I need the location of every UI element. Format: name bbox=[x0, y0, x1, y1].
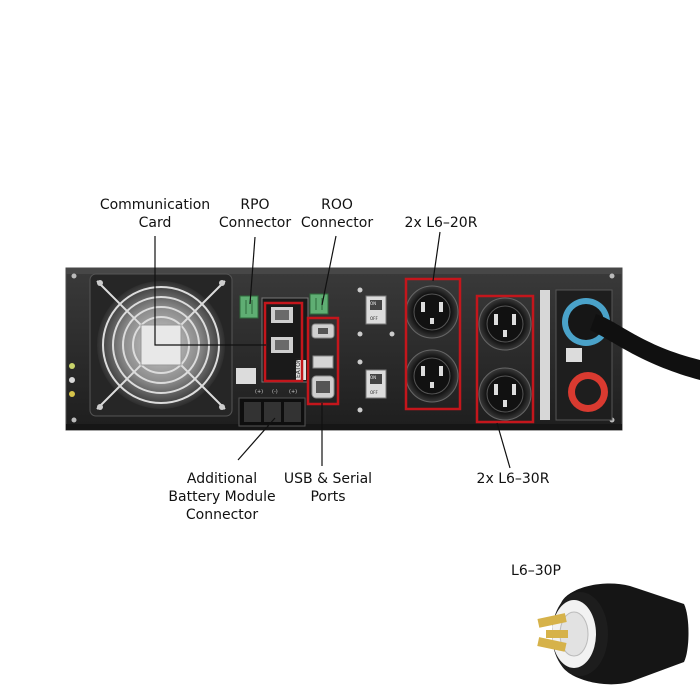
label-usb-serial-ports: USB & Serial Ports bbox=[281, 470, 375, 506]
label-additional-battery-module-connector: Additional Battery Module Connector bbox=[166, 470, 278, 524]
breaker-off-mark-2: OFF bbox=[370, 390, 378, 395]
label-line: Connector bbox=[185, 507, 259, 523]
highlight-l6-30r bbox=[475, 294, 535, 424]
label-line: ROO bbox=[321, 197, 353, 213]
l6-30r-outlets bbox=[478, 297, 532, 421]
label-l6-20r: 2x L6–20R bbox=[404, 215, 478, 231]
label-line: Ports bbox=[310, 489, 346, 505]
leader-lines bbox=[154, 231, 511, 469]
brand-mark: EATON bbox=[295, 358, 302, 378]
label-communication-card: Communication Card bbox=[92, 196, 218, 232]
circuit-breakers: ON OFF ON OFF bbox=[357, 287, 395, 413]
svg-text:(-): (-) bbox=[272, 389, 278, 395]
battery-module-connector: (+) (-) (+) bbox=[236, 368, 306, 427]
label-line: Additional bbox=[186, 471, 258, 487]
l6-30p-plug-image bbox=[537, 583, 689, 685]
label-line: USB & Serial bbox=[283, 471, 373, 487]
usb-serial-ports bbox=[311, 323, 335, 399]
label-roo-connector: ROO Connector bbox=[294, 196, 380, 232]
breaker-on-mark-2: ON bbox=[370, 375, 376, 380]
highlight-usb-serial bbox=[306, 316, 340, 406]
highlight-communication-card bbox=[263, 301, 304, 383]
label-l6-30r: 2x L6–30R bbox=[476, 471, 550, 487]
label-rpo-connector: RPO Connector bbox=[212, 196, 298, 232]
breaker-on-mark: ON bbox=[370, 301, 376, 306]
svg-text:(+): (+) bbox=[255, 389, 263, 395]
breaker-off-mark: OFF bbox=[370, 316, 378, 321]
label-l6-30p: L6–30P bbox=[511, 563, 561, 579]
l6-20r-outlets bbox=[405, 285, 459, 403]
label-line: RPO bbox=[240, 197, 270, 213]
label-line: Connector bbox=[218, 215, 292, 231]
svg-text:(+): (+) bbox=[289, 389, 297, 395]
rpo-connector bbox=[239, 295, 259, 319]
input-cord-and-cover bbox=[540, 289, 700, 421]
roo-connector bbox=[309, 293, 329, 315]
label-line: Connector bbox=[300, 215, 374, 231]
label-line: Card bbox=[138, 215, 172, 231]
label-line: Battery Module bbox=[168, 489, 276, 505]
label-line: Communication bbox=[99, 197, 211, 213]
